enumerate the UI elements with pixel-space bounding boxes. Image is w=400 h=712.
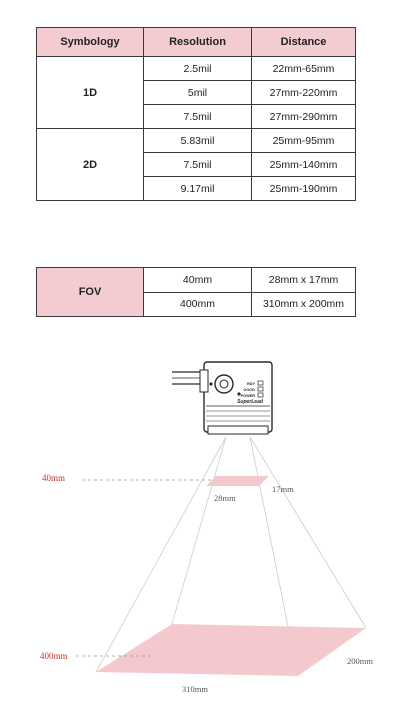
symbology-table: Symbology Resolution Distance 1D 2.5mil … — [36, 27, 356, 201]
header-distance: Distance — [251, 27, 356, 57]
symbology-1d: 1D — [36, 56, 144, 129]
distance-cell: 25mm-140mm — [251, 152, 356, 177]
fov-label: FOV — [36, 267, 144, 317]
near-field-area — [206, 476, 269, 486]
distance-cell: 25mm-190mm — [251, 176, 356, 201]
fov-size-cell: 310mm x 200mm — [251, 291, 356, 317]
distance-cell: 22mm-65mm — [251, 56, 356, 81]
near-distance-label: 40mm — [42, 473, 65, 483]
screw-icon — [209, 382, 213, 386]
table-row: 9.17mil 25mm-190mm — [37, 176, 356, 201]
fov-distance-cell: 40mm — [143, 267, 252, 293]
table-row: 5mil 27mm-220mm — [37, 80, 356, 105]
far-width-label: 310mm — [182, 684, 208, 694]
table-row: 400mm 310mm x 200mm — [37, 291, 356, 317]
led-indicator — [257, 380, 264, 386]
header-symbology: Symbology — [36, 27, 144, 57]
lens-icon — [214, 374, 234, 394]
resolution-cell: 5mil — [143, 80, 252, 105]
led-indicator — [257, 392, 264, 398]
header-resolution: Resolution — [143, 27, 252, 57]
far-distance-label: 400mm — [40, 651, 68, 661]
table-row: 7.5mil 25mm-140mm — [37, 152, 356, 177]
distance-cell: 27mm-290mm — [251, 104, 356, 129]
table-row: 1D 2.5mil 22mm-65mm — [36, 56, 356, 129]
symbology-2d: 2D — [36, 128, 144, 201]
fov-diagram: RDY GOOD POWER SuperLead 40mm 28mm 17mm … — [40, 361, 373, 694]
led-label: RDY — [247, 382, 255, 386]
fov-table: FOV 40mm 28mm x 17mm 400mm 310mm x 200mm — [36, 267, 356, 317]
led-label: POWER — [241, 394, 256, 398]
far-height-label: 200mm — [347, 656, 373, 666]
led-indicator — [257, 386, 264, 392]
distance-cell: 25mm-95mm — [251, 128, 356, 153]
screw-icon — [237, 392, 241, 396]
table-row: FOV 40mm 28mm x 17mm — [36, 267, 356, 317]
table-header-row: Symbology Resolution Distance — [36, 27, 356, 57]
brand-logo: SuperLead — [237, 399, 264, 405]
resolution-cell: 5.83mil — [143, 128, 252, 153]
far-field-area — [96, 624, 366, 676]
resolution-cell: 7.5mil — [143, 152, 252, 177]
led-label: GOOD — [243, 388, 255, 392]
fov-size-cell: 28mm x 17mm — [251, 267, 356, 293]
table-row: 2D 5.83mil 25mm-95mm — [36, 128, 356, 201]
resolution-cell: 7.5mil — [143, 104, 252, 129]
near-height-label: 17mm — [272, 484, 294, 494]
fov-distance-cell: 400mm — [143, 291, 252, 317]
scanner-device: RDY GOOD POWER SuperLead — [199, 361, 273, 435]
near-width-label: 28mm — [214, 493, 236, 503]
distance-cell: 27mm-220mm — [251, 80, 356, 105]
resolution-cell: 9.17mil — [143, 176, 252, 201]
resolution-cell: 2.5mil — [143, 56, 252, 81]
